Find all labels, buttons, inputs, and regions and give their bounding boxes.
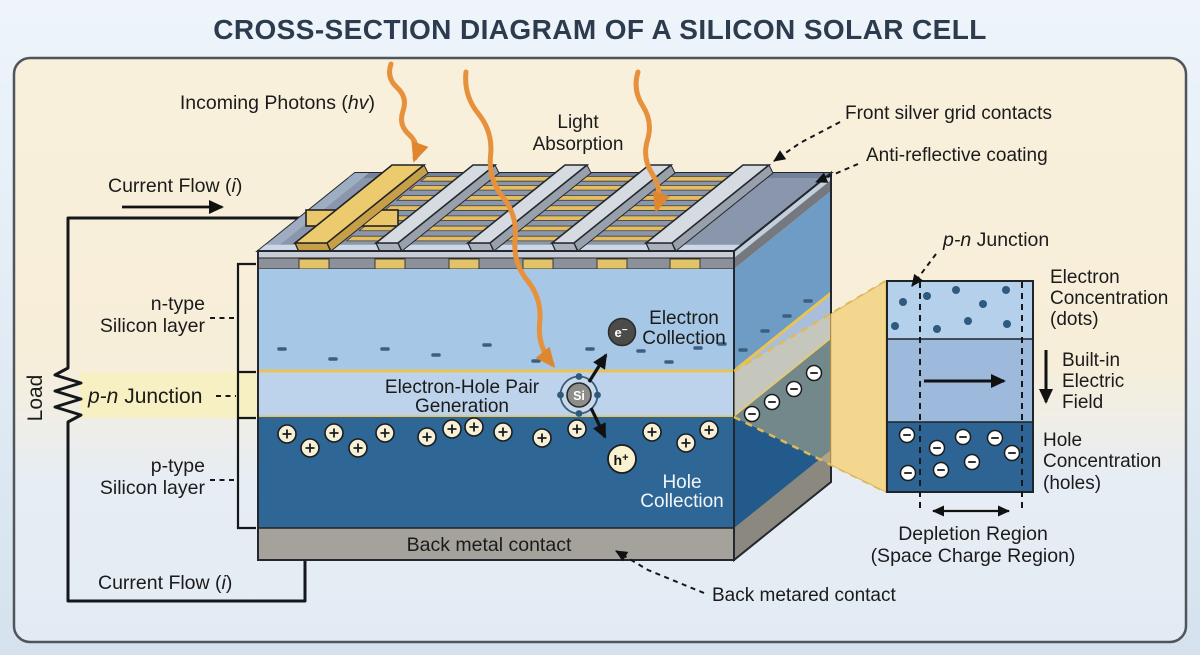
- zoom-cone-solid: [830, 280, 887, 493]
- electron-concentration-line1: Electron: [1050, 267, 1120, 288]
- hole-path-arrow: [589, 407, 607, 439]
- electron-concentration-line3: (dots): [1050, 309, 1099, 330]
- electron-collection-line1: Electron: [649, 308, 719, 329]
- silver-grid-bars: [373, 164, 774, 253]
- electric-field-line1: Built-in: [1062, 350, 1120, 371]
- side-p-layer: [734, 339, 831, 560]
- anti-reflective-label: Anti-reflective coating: [866, 145, 1048, 166]
- back-metal-label: Back metal contact: [407, 534, 572, 556]
- cell-side-outline: [733, 170, 832, 563]
- current-flow-top-label: Current Flow (i): [108, 175, 242, 197]
- side-hole-charges: [743, 364, 823, 423]
- n-type-label-line1: n-type: [151, 293, 205, 315]
- hole-concentration-line1: Hole: [1043, 430, 1082, 451]
- p-type-label-line1: p-type: [151, 455, 205, 477]
- depletion-region-line1: Depletion Region: [898, 523, 1048, 545]
- incoming-photons-label: Incoming Photons (hv): [180, 92, 375, 114]
- light-absorption-line1: Light: [557, 112, 599, 133]
- side-arc: [734, 173, 831, 258]
- electron-path-arrow: [587, 353, 608, 383]
- n-type-label-line2: Silicon layer: [100, 315, 206, 337]
- p-type-label-line2: Silicon layer: [100, 477, 206, 499]
- svg-text:e−: e−: [614, 325, 627, 340]
- arc-layer-front: [257, 250, 735, 259]
- photon-arrows-icon: [387, 61, 670, 368]
- layer-bracket: [236, 262, 256, 530]
- hole-icon: h+: [607, 444, 637, 474]
- si-atom-icon: Si: [557, 373, 601, 417]
- depletion-region-line2: (Space Charge Region): [871, 545, 1076, 567]
- inset-outline: [886, 280, 1034, 493]
- side-electron-charges: [738, 299, 813, 352]
- side-back-metal: [734, 450, 831, 560]
- electric-field-line3: Field: [1062, 392, 1103, 413]
- pn-junction-layer: [258, 371, 734, 417]
- hole-concentration-line3: (holes): [1043, 473, 1101, 494]
- electric-field-line2: Electric: [1062, 371, 1124, 392]
- inset-junction-label: p-n Junction: [942, 229, 1049, 251]
- side-junction-top-border: [733, 291, 832, 373]
- electron-concentration-line2: Concentration: [1050, 288, 1168, 309]
- ehp-label-line2: Generation: [415, 396, 509, 417]
- current-flow-bottom-label: Current Flow (i): [98, 572, 232, 594]
- hole-collection-line1: Hole: [662, 472, 701, 493]
- inset-n-band: [887, 281, 1033, 339]
- junction-label: p-n Junction: [87, 385, 202, 408]
- inset-hole-dots: [898, 426, 1021, 482]
- svg-text:h+: h+: [614, 452, 629, 468]
- hole-collection-line2: Collection: [640, 491, 723, 512]
- electron-icon: e−: [607, 317, 637, 347]
- side-junction-layer: [734, 293, 831, 417]
- si-label: Si: [573, 389, 585, 403]
- side-n-layer: [734, 191, 831, 371]
- back-metared-leader: [615, 550, 705, 594]
- front-hole-charges: [277, 417, 719, 458]
- inset-electron-dots: [891, 286, 1011, 333]
- back-metared-label: Back metared contact: [712, 585, 896, 606]
- gold-contact-tabs: [298, 258, 701, 270]
- circuit-wire: [53, 216, 355, 603]
- load-label: Load: [24, 375, 47, 422]
- solar-cell-3d: [255, 164, 887, 563]
- hole-concentration-line2: Concentration: [1043, 451, 1161, 472]
- electron-collection-line2: Collection: [642, 328, 725, 349]
- light-absorption-line2: Absorption: [533, 134, 624, 155]
- junction-inset: [886, 280, 1034, 517]
- n-type-layer: [258, 269, 734, 371]
- anti-reflective-leader: [815, 163, 859, 183]
- side-contact-strip: [734, 180, 831, 269]
- front-contacts-label: Front silver grid contacts: [845, 103, 1052, 124]
- page-title: CROSS-SECTION DIAGRAM OF A SILICON SOLAR…: [213, 14, 986, 45]
- inset-junction-leader: [911, 253, 937, 287]
- ehp-label-line1: Electron-Hole Pair: [385, 377, 540, 398]
